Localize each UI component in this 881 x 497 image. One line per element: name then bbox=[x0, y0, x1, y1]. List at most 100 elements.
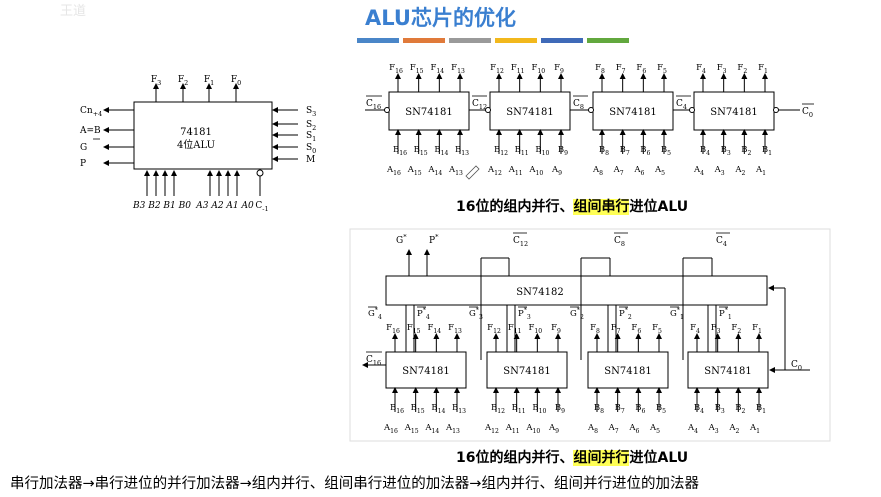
d1-carry-pin: C12 bbox=[472, 99, 487, 111]
d2-chip-1-f-pin: F14 bbox=[427, 323, 441, 335]
d2-chip-2-a-pin: A12 bbox=[484, 423, 499, 435]
d1-chip-4-label: SN74181 bbox=[710, 107, 757, 118]
d1-chip-3-a-pin: A8 bbox=[592, 165, 603, 177]
d1-carry-pin: C0 bbox=[802, 107, 813, 119]
d2-chip-4-f-pin: F1 bbox=[752, 323, 762, 335]
d2-chip-2-f-pin: F10 bbox=[528, 323, 542, 335]
d1-carry-bubble bbox=[689, 107, 695, 113]
d2-chip-4-a-pin: A1 bbox=[749, 423, 760, 435]
d2-gp-pin: G*2 bbox=[570, 306, 584, 321]
d1-chip-4-b-pin: B3 bbox=[721, 145, 731, 157]
d2-gp-pin: P*4 bbox=[417, 306, 430, 321]
pencil-icon bbox=[465, 165, 480, 180]
d2-chip-1-a-pin: A16 bbox=[383, 423, 398, 435]
d1-chip-2-f-pin: F11 bbox=[511, 63, 525, 75]
d2-chip-1-f-pin: F15 bbox=[407, 323, 421, 335]
alu-c-bubble bbox=[256, 169, 264, 177]
d1-chip-2-b-pin: B11 bbox=[515, 145, 529, 157]
alu-top-pin: F1 bbox=[204, 75, 214, 87]
d2-gp-pin: P*1 bbox=[719, 306, 732, 321]
d1-chip-2-box bbox=[489, 91, 571, 131]
alu-a-pins: A3 A2 A1 A0 bbox=[195, 201, 254, 211]
d2-chip-2-f-pin: F11 bbox=[508, 323, 522, 335]
page-title: ALU芯片的优化 bbox=[365, 6, 516, 30]
d2-chip-4-a-pin: A4 bbox=[687, 423, 698, 435]
d1-chip-1-a-pin: A15 bbox=[407, 165, 422, 177]
d1-chip-1-b-pin: B14 bbox=[434, 145, 448, 157]
d1-chip-2-a-pin: A11 bbox=[508, 165, 523, 177]
d2-chip-3-a-pin: A5 bbox=[649, 423, 660, 435]
d2-chip-3-f-pin: F6 bbox=[631, 323, 641, 335]
d2-gp-pin: P*3 bbox=[518, 306, 531, 321]
d2-chip-4-f-pin: F3 bbox=[711, 323, 721, 335]
d2-chip-2-a-pin: A10 bbox=[525, 423, 540, 435]
d1-chip-2-b-pin: B12 bbox=[494, 145, 508, 157]
d2-chip-2-f-pin: F12 bbox=[487, 323, 501, 335]
d1-chip-1-b-pin: B15 bbox=[414, 145, 428, 157]
caption-parallel: 16位的组内并行、组间并行进位ALU bbox=[456, 450, 689, 466]
d2-chip-4-b-pin: B4 bbox=[694, 403, 704, 415]
d1-carry-bubble bbox=[485, 107, 491, 113]
d1-chip-1-b-pin: B16 bbox=[393, 145, 407, 157]
d2-chip-1-a-pin: A13 bbox=[445, 423, 460, 435]
d2-gp-pin: G*3 bbox=[469, 306, 483, 321]
d2-chip-3-f-pin: F7 bbox=[611, 323, 621, 335]
color-tab-1 bbox=[357, 38, 399, 43]
d1-chip-4-b-pin: B1 bbox=[762, 145, 772, 157]
d2-chip-1-b-pin: B15 bbox=[411, 403, 425, 415]
alu-left-pin: G bbox=[80, 143, 87, 153]
d1-chip-4-f-pin: F2 bbox=[737, 63, 747, 75]
alu-desc: 4位ALU bbox=[177, 138, 215, 151]
d2-chip-4-f-pin: F2 bbox=[731, 323, 741, 335]
d2-chip-2-b-pin: B10 bbox=[532, 403, 546, 415]
caption-serial-highlight: 组间串行 bbox=[573, 199, 630, 215]
d1-chip-4-box bbox=[693, 91, 775, 131]
d1-chip-4-a-pin: A1 bbox=[755, 165, 766, 177]
d1-chip-4-a-pin: A4 bbox=[693, 165, 704, 177]
d2-chip-1-b-pin: B14 bbox=[431, 403, 445, 415]
alu-left-pin: A=B bbox=[79, 126, 101, 136]
d1-chip-3-f-pin: F6 bbox=[636, 63, 646, 75]
d2-gp-pin: P*2 bbox=[619, 306, 632, 321]
d1-chip-3-a-pin: A5 bbox=[654, 165, 665, 177]
d2-chip-4-b-pin: B3 bbox=[715, 403, 725, 415]
d1-chip-3-a-pin: A7 bbox=[613, 165, 624, 177]
d1-c0-bubble bbox=[773, 107, 779, 113]
d1-chip-3-b-pin: B5 bbox=[661, 145, 671, 157]
d1-chip-2-b-pin: B10 bbox=[535, 145, 549, 157]
d2-gp-pin: G*1 bbox=[670, 306, 684, 321]
d2-chip-1-b-pin: B13 bbox=[452, 403, 466, 415]
d1-chip-4-b-pin: B4 bbox=[700, 145, 710, 157]
alu-left-pin: P bbox=[80, 159, 86, 169]
d2-top-pin: C8 bbox=[614, 236, 625, 248]
d2-top-pin: P* bbox=[429, 233, 439, 246]
serial-carry-diagram: SN74181F16B16A16F15B15A15F14B14A14F13B13… bbox=[365, 63, 814, 180]
caption-serial: 16位的组内并行、组间串行进位ALU bbox=[456, 199, 689, 215]
d1-carry-bubble bbox=[588, 107, 594, 113]
d1-chip-2-a-pin: A9 bbox=[551, 165, 562, 177]
d1-chip-2-f-pin: F12 bbox=[490, 63, 504, 75]
d2-chip-3-a-pin: A6 bbox=[628, 423, 639, 435]
d1-chip-1-f-pin: F13 bbox=[451, 63, 465, 75]
d1-chip-1-box bbox=[388, 91, 470, 131]
d2-chip-4-a-pin: A2 bbox=[728, 423, 739, 435]
d1-chip-4-a-pin: A2 bbox=[734, 165, 745, 177]
d2-chip-3-label: SN74181 bbox=[604, 366, 651, 377]
d1-chip-3-b-pin: B8 bbox=[599, 145, 609, 157]
d2-chip-4-a-pin: A3 bbox=[708, 423, 719, 435]
d2-frame bbox=[349, 228, 831, 442]
d2-chip-4-f-pin: F4 bbox=[690, 323, 700, 335]
d1-chip-3-b-pin: B7 bbox=[620, 145, 630, 157]
color-tab-5 bbox=[541, 38, 583, 43]
d2-74182-box bbox=[385, 275, 768, 306]
d2-chip-2-b-pin: B9 bbox=[555, 403, 565, 415]
d1-chip-4-f-pin: F4 bbox=[696, 63, 706, 75]
d1-chip-4-f-pin: F3 bbox=[717, 63, 727, 75]
d2-top-pin: G* bbox=[396, 233, 407, 246]
d2-chip-2-f-pin: F9 bbox=[551, 323, 561, 335]
d1-chip-4-b-pin: B2 bbox=[741, 145, 751, 157]
d2-chip-2-label: SN74181 bbox=[503, 366, 550, 377]
d2-carry-pin: C16 bbox=[366, 355, 381, 367]
